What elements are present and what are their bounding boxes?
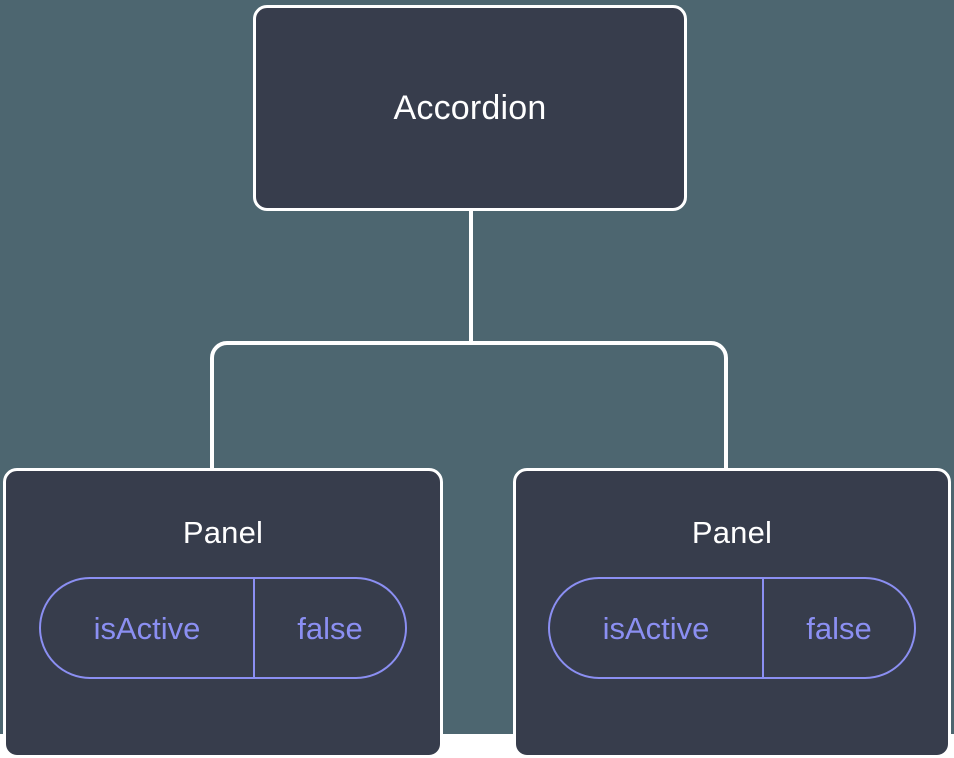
edge-root-to-panel-left <box>210 341 471 470</box>
node-panel-1-label: Panel <box>182 515 264 550</box>
node-panel-2-label: Panel <box>691 515 773 550</box>
state-badge-panel-2-key: isActive <box>602 610 710 646</box>
state-badge-panel-2-divider <box>762 579 764 677</box>
state-badge-panel-1-key: isActive <box>93 610 201 646</box>
state-badge-panel-1-value: false <box>297 610 363 646</box>
state-badge-panel-2-value: false <box>806 610 872 646</box>
edge-root-to-panel-right <box>471 341 728 470</box>
state-badge-panel-2[interactable]: isActive false <box>548 577 916 679</box>
node-accordion[interactable]: Accordion <box>253 5 687 211</box>
state-badge-panel-1[interactable]: isActive false <box>39 577 407 679</box>
state-badge-panel-1-divider <box>253 579 255 677</box>
node-panel-2[interactable]: Panel isActive false <box>513 468 951 758</box>
node-panel-1[interactable]: Panel isActive false <box>3 468 443 758</box>
node-accordion-label: Accordion <box>393 89 547 127</box>
